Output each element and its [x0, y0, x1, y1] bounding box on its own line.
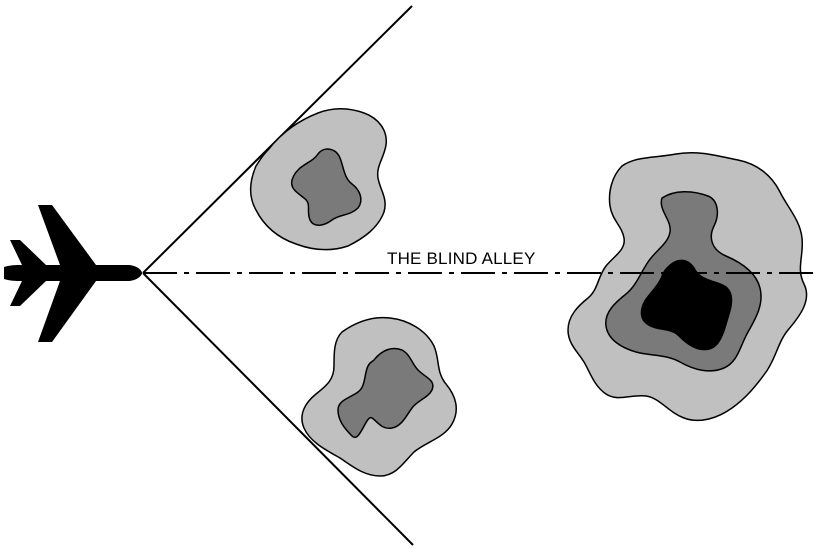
aircraft-silhouette	[4, 205, 142, 342]
cloud-right	[568, 153, 807, 421]
cloud-upper-left	[251, 109, 387, 250]
cloud-lower-left	[302, 318, 456, 476]
blind-alley-label: THE BLIND ALLEY	[387, 249, 536, 268]
airplane-icon	[4, 205, 142, 342]
